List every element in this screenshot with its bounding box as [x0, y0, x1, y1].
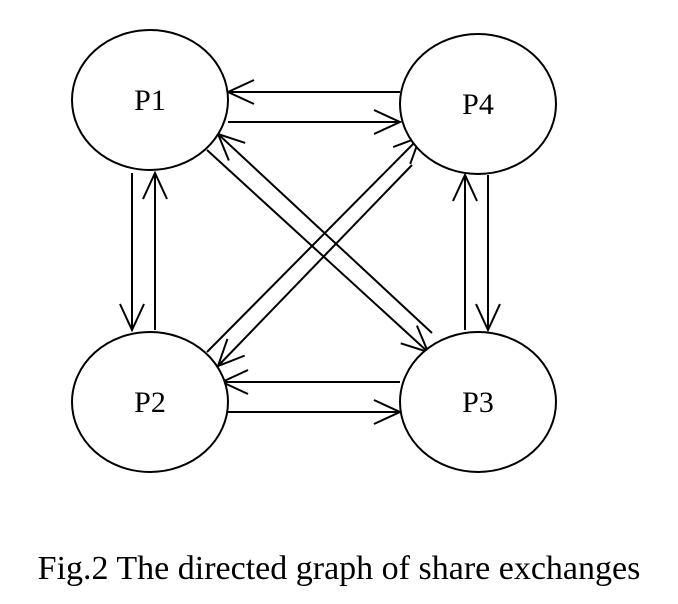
- edge-p1-to-p2: [119, 173, 145, 333]
- edge-p1-to-p4-arrowhead: [373, 109, 403, 135]
- edge-p3-to-p2: [219, 369, 400, 395]
- edge-p4-to-p2: [216, 164, 413, 368]
- edge-p1-to-p4: [228, 109, 403, 135]
- node-p1: P1: [71, 29, 229, 171]
- node-p1-circle: [71, 29, 229, 171]
- node-p2: P2: [71, 331, 229, 473]
- figure-caption: Fig.2 The directed graph of share exchan…: [37, 550, 641, 587]
- edge-p2-to-p4: [206, 135, 422, 353]
- edge-p4-to-p1: [225, 79, 400, 105]
- node-p3: P3: [399, 331, 557, 473]
- node-p2-circle: [71, 331, 229, 473]
- node-p4-label: P4: [462, 88, 494, 121]
- node-p4: P4: [399, 33, 557, 175]
- edge-p4-to-p3: [475, 175, 501, 333]
- edge-p4-to-p3-arrowhead: [475, 303, 501, 333]
- edge-p4-to-p2-line: [217, 164, 413, 367]
- node-p4-circle: [399, 33, 557, 175]
- edge-p1-to-p3-line: [206, 149, 429, 353]
- edge-p3-to-p4-arrowhead: [452, 172, 478, 202]
- edge-p2-to-p3: [222, 399, 403, 425]
- node-p3-label: P3: [462, 386, 494, 419]
- node-p1-label: P1: [134, 84, 166, 117]
- edge-p2-to-p1-arrowhead: [142, 170, 168, 200]
- edge-p1-to-p3: [206, 149, 430, 354]
- edge-p3-to-p4: [452, 172, 478, 330]
- edges: [119, 79, 501, 425]
- node-p2-label: P2: [134, 386, 166, 419]
- edge-p2-to-p1: [142, 170, 168, 330]
- edge-p2-to-p4-line: [206, 136, 421, 353]
- edge-p1-to-p2-arrowhead: [119, 303, 145, 333]
- node-p3-circle: [399, 331, 557, 473]
